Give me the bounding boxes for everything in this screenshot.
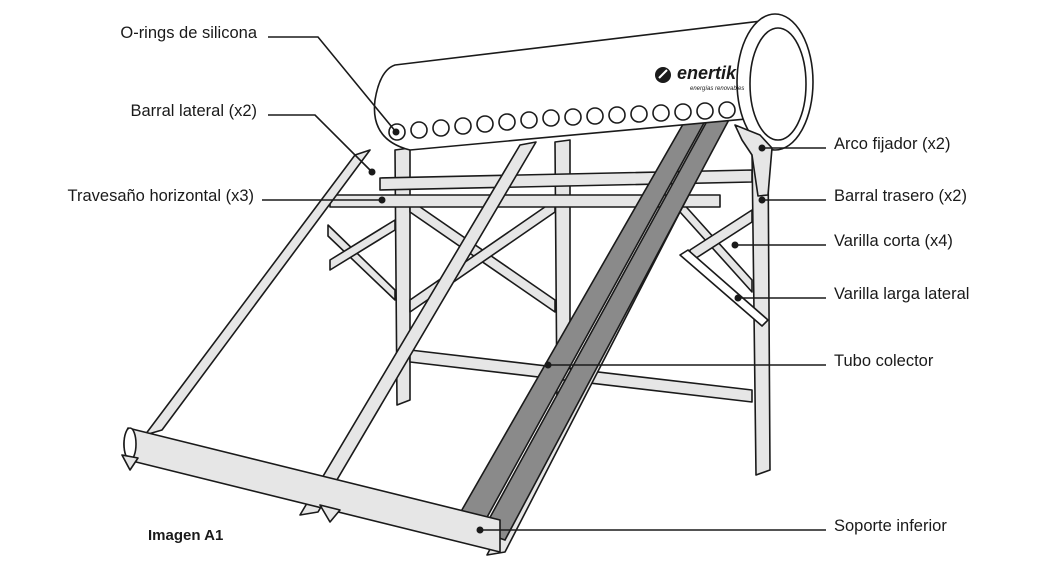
fixing-arc-bracket — [734, 124, 773, 197]
label-travesano: Travesaño horizontal (x3) — [67, 187, 254, 205]
brand-tagline: energías renovables — [690, 86, 744, 92]
bottom-support — [121, 427, 501, 553]
label-varilla-corta: Varilla corta (x4) — [834, 232, 953, 250]
label-arco-fijador: Arco fijador (x2) — [834, 135, 951, 153]
brand-name: enertik — [677, 63, 737, 83]
enertik-logo: enertik energías renovables — [655, 63, 744, 92]
label-barral-lateral: Barral lateral (x2) — [130, 102, 257, 120]
label-barral-trasero: Barral trasero (x2) — [834, 187, 967, 205]
long-lateral-rod — [679, 249, 769, 327]
label-soporte-inferior: Soporte inferior — [834, 517, 947, 535]
label-varilla-larga: Varilla larga lateral — [834, 285, 970, 303]
label-tubo-colector: Tubo colector — [834, 352, 934, 370]
tube-sockets — [388, 101, 736, 141]
figure-caption: Imagen A1 — [148, 527, 224, 544]
leader-lines — [262, 36, 826, 534]
water-tank — [373, 13, 814, 151]
label-o-rings: O-rings de silicona — [120, 24, 257, 42]
